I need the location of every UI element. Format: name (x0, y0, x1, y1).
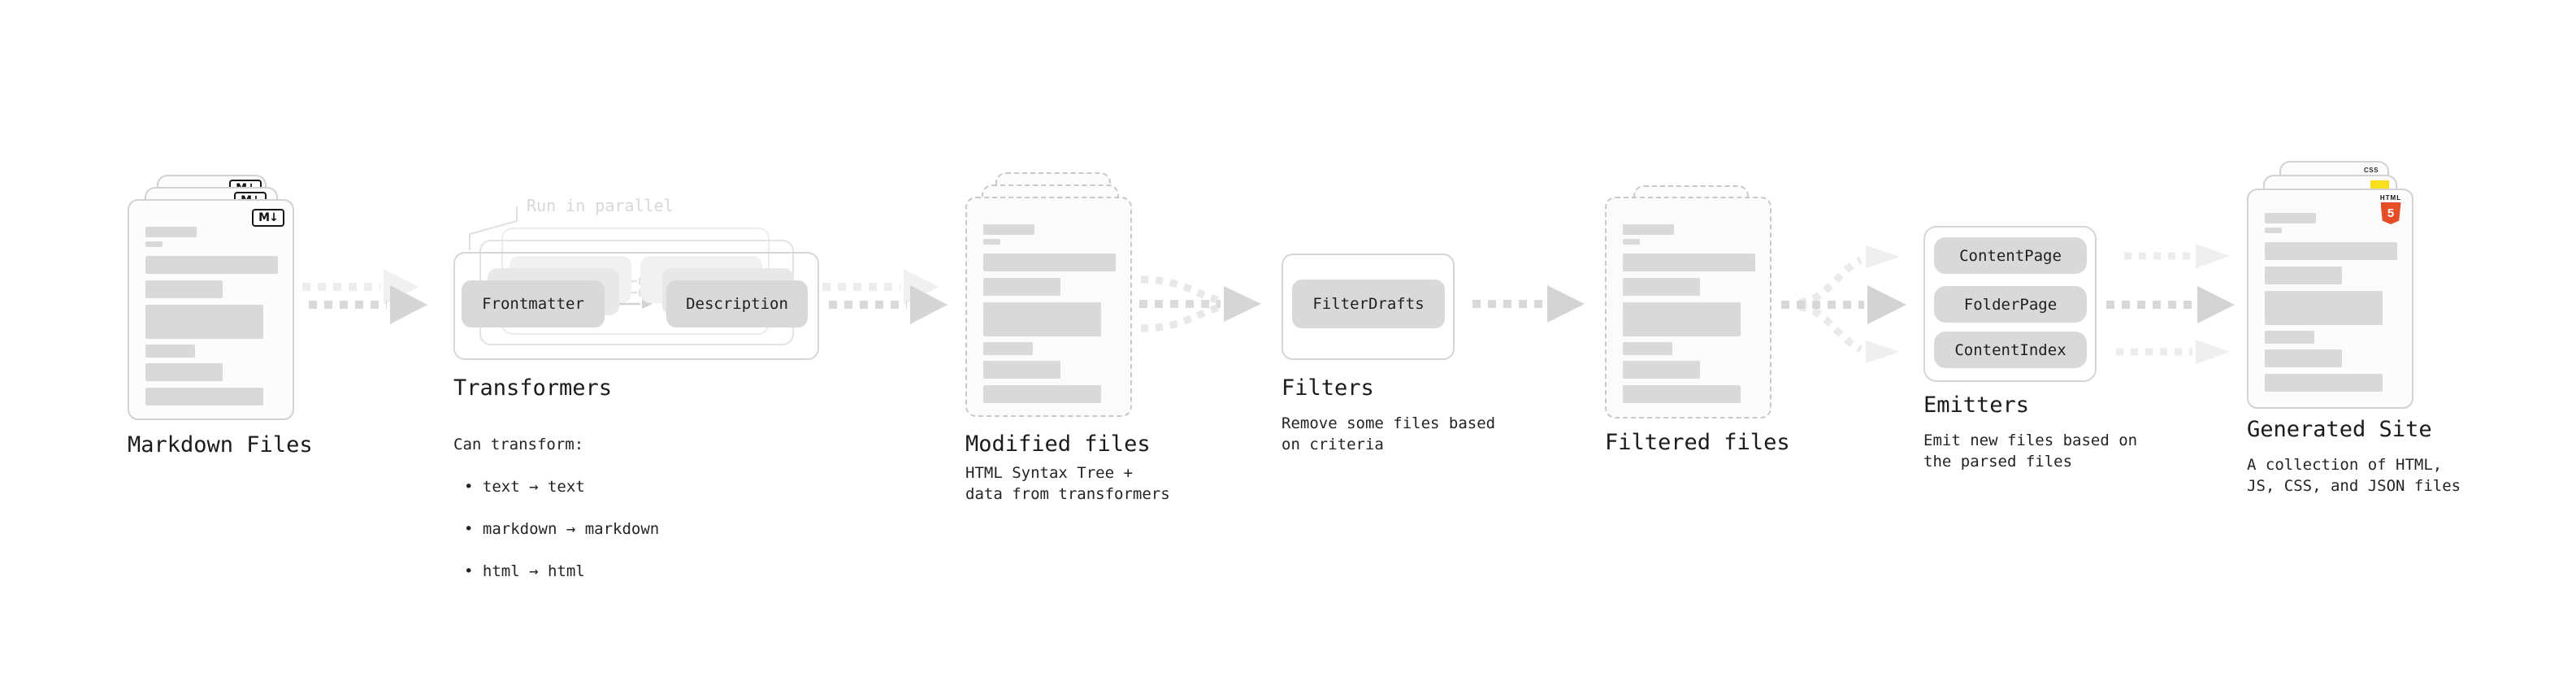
emitters-box (1923, 226, 2097, 382)
transformers-desc-item: • html → html (464, 562, 585, 580)
arrow-filtered-to-emitters-fanout (1781, 245, 1906, 363)
filtered-file-card-front (1605, 197, 1772, 419)
emitters-subtitle: Emit new files based on the parsed files (1923, 432, 2138, 471)
modified-files-subtitle: HTML Syntax Tree + data from transformer… (965, 464, 1170, 503)
markdown-file-card-front: M↓ (128, 199, 294, 420)
transformers-title: Transformers (453, 375, 613, 401)
filterdrafts-pill: FilterDrafts (1292, 280, 1445, 328)
transformers-desc-heading: Can transform: (453, 436, 584, 453)
markdown-icon: M↓ (252, 209, 284, 227)
filters-subtitle: Remove some files based on criteria (1281, 414, 1496, 453)
markdown-files-title: Markdown Files (128, 432, 313, 458)
frontmatter-pill: Frontmatter (462, 280, 605, 327)
generated-file-card-front: HTML 5 (2247, 189, 2413, 409)
arrow-emitters-to-generated (2106, 244, 2235, 364)
description-pill: Description (666, 280, 808, 327)
transformer-box-front (453, 252, 819, 360)
arrow-markdown-to-transformers (302, 269, 427, 324)
filtered-files-title: Filtered files (1605, 430, 1790, 455)
generated-site-subtitle: A collection of HTML, JS, CSS, and JSON … (2247, 456, 2461, 495)
file-content-placeholder (983, 224, 1116, 403)
emitters-title: Emitters (1923, 393, 2030, 418)
transformers-desc-item: • text → text (464, 478, 585, 496)
file-content-placeholder (1623, 224, 1755, 403)
modified-files-title: Modified files (965, 432, 1151, 457)
arrow-modified-to-filters-merge (1139, 275, 1261, 332)
generated-site-title: Generated Site (2247, 417, 2432, 442)
arrow-transformers-to-modified (822, 269, 948, 324)
html5-icon: HTML 5 (2380, 194, 2401, 224)
contentpage-pill: ContentPage (1934, 237, 2087, 274)
js-icon (2370, 180, 2389, 191)
modified-file-card-front (965, 197, 1132, 417)
file-content-placeholder (2265, 213, 2397, 392)
filters-title: Filters (1281, 375, 1374, 401)
filters-box (1281, 254, 1455, 360)
transformers-desc-item: • markdown → markdown (464, 520, 660, 538)
arrow-filters-to-filtered (1472, 285, 1585, 323)
folderpage-pill: FolderPage (1934, 286, 2087, 323)
transformers-description: Can transform: • text → text • markdown … (453, 413, 659, 603)
contentindex-pill: ContentIndex (1934, 332, 2087, 368)
file-content-placeholder (145, 227, 278, 406)
run-in-parallel-annotation: Run in parallel (527, 196, 674, 215)
